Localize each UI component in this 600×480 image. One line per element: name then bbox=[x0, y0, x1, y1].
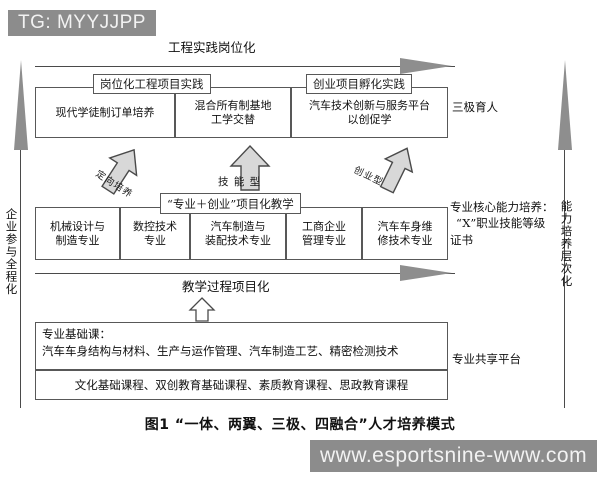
major-cell-2: 数控技术 专业 bbox=[120, 207, 190, 260]
block-arrow-center-icon bbox=[228, 144, 272, 192]
major-cell-3-label: 汽车制造与 装配技术专业 bbox=[205, 220, 271, 247]
top-axis-line bbox=[35, 66, 455, 67]
practice-caption-right: 创业项目孵化实践 bbox=[306, 74, 412, 94]
foundation-up-arrow-icon bbox=[187, 296, 217, 322]
left-vertical-label: 企业参与全程化 bbox=[4, 208, 19, 296]
major-cell-4-label: 工商企业 管理专业 bbox=[302, 220, 346, 247]
major-caption: “专业＋创业”项目化教学 bbox=[160, 193, 301, 214]
practice-cell-1: 现代学徒制订单培养 bbox=[35, 87, 175, 138]
watermark-top: TG: MYYJJPP bbox=[8, 10, 156, 36]
major-cell-5: 汽车车身维 修技术专业 bbox=[362, 207, 448, 260]
major-side-label-line1: 专业核心能力培养： bbox=[450, 200, 554, 214]
practice-cell-3: 汽车技术创新与服务平台 以创促学 bbox=[291, 87, 448, 138]
mid-axis-label: 教学过程项目化 bbox=[182, 279, 270, 294]
block-arrow-left-icon bbox=[92, 142, 150, 198]
practice-cell-2: 混合所有制基地 工学交替 bbox=[175, 87, 291, 138]
block-arrow-center-label: 技 能 型 bbox=[218, 176, 262, 188]
major-side-label-line2: “X”职业技能等级 bbox=[456, 216, 546, 230]
foundation-general-items: 文化基础课程、双创教育基础课程、素质教育课程、思政教育课程 bbox=[74, 377, 409, 392]
top-axis-arrowhead-icon bbox=[400, 58, 452, 74]
major-side-label-line3: 证书 bbox=[450, 233, 473, 247]
mid-axis-arrowhead-icon bbox=[400, 265, 452, 281]
major-cell-5-label: 汽车车身维 修技术专业 bbox=[377, 220, 433, 247]
major-cell-3: 汽车制造与 装配技术专业 bbox=[190, 207, 286, 260]
practice-side-label: 三极育人 bbox=[452, 100, 498, 114]
mid-axis-line bbox=[35, 273, 455, 274]
major-cell-1-label: 机械设计与 制造专业 bbox=[50, 220, 105, 247]
practice-cell-1-label: 现代学徒制订单培养 bbox=[55, 105, 155, 119]
major-cell-4: 工商企业 管理专业 bbox=[286, 207, 362, 260]
top-axis-label: 工程实践岗位化 bbox=[168, 40, 256, 55]
major-cell-2-label: 数控技术 专业 bbox=[133, 220, 177, 247]
foundation-basic-box: 专业基础课： 汽车车身结构与材料、生产与运作管理、汽车制造工艺、精密检测技术 bbox=[35, 322, 448, 370]
foundation-basic-items: 汽车车身结构与材料、生产与运作管理、汽车制造工艺、精密检测技术 bbox=[42, 344, 399, 359]
right-vertical-label: 能力培养层次化 bbox=[559, 200, 574, 288]
practice-cell-2-label: 混合所有制基地 工学交替 bbox=[194, 99, 272, 126]
block-arrow-right-icon bbox=[370, 142, 424, 196]
major-cell-1: 机械设计与 制造专业 bbox=[35, 207, 120, 260]
practice-cell-3-label: 汽车技术创新与服务平台 以创促学 bbox=[309, 99, 430, 126]
foundation-basic-title: 专业基础课： bbox=[42, 327, 111, 341]
figure-caption: 图1 “一体、两翼、三极、四融合”人才培养模式 bbox=[144, 417, 456, 433]
watermark-bottom: www.esportsnine-www.com bbox=[310, 440, 598, 472]
foundation-side-label: 专业共享平台 bbox=[452, 352, 521, 366]
foundation-general-box: 文化基础课程、双创教育基础课程、素质教育课程、思政教育课程 bbox=[35, 370, 448, 400]
practice-caption-left: 岗位化工程项目实践 bbox=[93, 74, 211, 94]
